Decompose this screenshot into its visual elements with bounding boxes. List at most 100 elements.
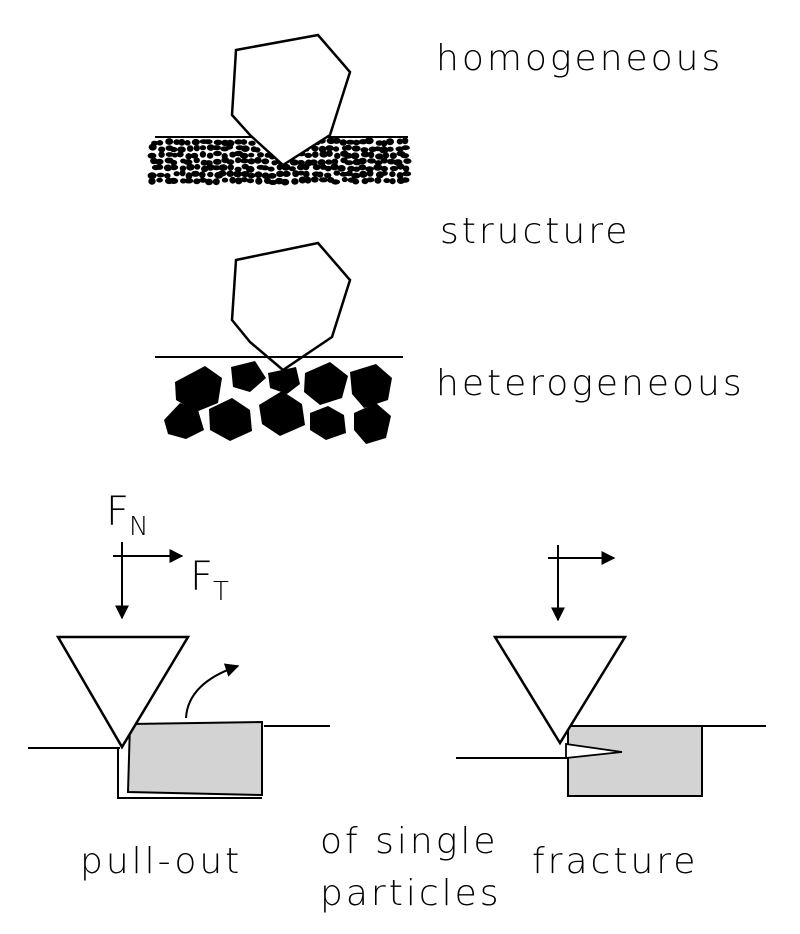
fine-grain	[169, 177, 179, 184]
fine-grain	[156, 140, 164, 146]
fine-grain	[303, 170, 310, 178]
fine-grain	[191, 138, 200, 146]
fine-grain	[184, 178, 194, 184]
fine-grain	[185, 153, 192, 160]
fine-grain	[234, 139, 243, 145]
fine-grain	[319, 150, 329, 158]
fine-grain	[351, 172, 361, 179]
fine-grain	[344, 160, 354, 166]
heterogeneous-abrasive-particle	[230, 241, 352, 372]
coarse-grain	[310, 406, 346, 440]
fine-grain	[170, 159, 178, 166]
pulled-out-particle	[126, 720, 263, 797]
fine-grain	[366, 177, 375, 183]
coarse-grain	[268, 367, 300, 394]
fine-grain	[402, 171, 412, 177]
fine-grain	[297, 159, 305, 166]
fine-grain	[178, 138, 186, 146]
fine-grain	[379, 146, 389, 154]
fine-grain	[400, 177, 410, 183]
fine-grain	[221, 177, 229, 183]
fine-grain	[169, 164, 179, 171]
fine-grain	[248, 152, 255, 158]
fine-grain	[240, 158, 250, 164]
fine-grain	[333, 146, 340, 152]
label-particles: particles	[320, 873, 502, 914]
fine-grain	[206, 152, 214, 159]
fine-grain	[191, 170, 200, 177]
fine-grain	[325, 145, 334, 152]
fine-grain	[212, 178, 220, 186]
fine-grain	[213, 139, 223, 146]
pull-out-cavity	[117, 748, 262, 799]
fine-grain	[211, 165, 221, 171]
fine-grain	[375, 153, 384, 160]
fine-grain	[184, 140, 191, 146]
coarse-grain	[350, 364, 392, 408]
fine-grain	[158, 146, 166, 153]
fracture-crack	[565, 742, 623, 760]
fine-grain	[177, 146, 186, 153]
fine-grain	[389, 152, 397, 159]
fine-grain	[382, 152, 390, 159]
fine-grain	[358, 164, 367, 171]
fine-grain	[366, 169, 374, 177]
fine-grain	[317, 171, 324, 178]
fine-grain	[239, 152, 249, 159]
fine-grain	[183, 159, 193, 165]
fine-grain	[245, 165, 255, 173]
fine-grain	[164, 173, 171, 179]
pull-out-curved-arrow	[185, 663, 240, 719]
fine-grain	[358, 157, 367, 165]
fine-grain	[381, 140, 388, 147]
fine-grain	[350, 152, 360, 160]
fine-grain	[186, 163, 195, 171]
fine-grain	[351, 145, 361, 152]
fine-grain	[309, 159, 318, 166]
fine-grain	[332, 137, 341, 144]
label-pull-out: pull-out	[80, 841, 242, 882]
fine-grain	[148, 177, 156, 185]
fine-grain	[203, 139, 213, 145]
fine-grain	[173, 139, 181, 146]
fine-grain	[199, 151, 207, 158]
fine-grain	[352, 178, 360, 185]
fine-grain	[344, 144, 352, 151]
fine-grain	[291, 178, 299, 185]
label-heterogeneous: heterogeneous	[436, 363, 745, 404]
fine-grain	[310, 176, 319, 183]
fine-grain	[282, 170, 291, 177]
fine-grain	[396, 163, 405, 170]
fine-grain	[212, 145, 222, 151]
fine-grain	[158, 151, 165, 158]
fine-grain	[317, 159, 326, 166]
fine-grain	[193, 144, 200, 152]
fine-grain	[261, 158, 270, 165]
homogeneous-abrasive-particle	[230, 33, 352, 167]
fine-grain	[207, 171, 214, 178]
fine-grain	[186, 145, 194, 152]
fine-grain	[276, 163, 283, 171]
fine-grain	[218, 164, 228, 171]
fine-grain	[339, 139, 347, 146]
fine-grain	[235, 157, 242, 164]
fine-grain	[292, 170, 300, 178]
fine-grain	[179, 169, 186, 177]
abrasive-tip-left	[55, 635, 191, 750]
fine-grain	[374, 160, 383, 166]
fine-grain	[401, 145, 410, 151]
fine-grain	[281, 178, 290, 186]
fine-grain	[163, 164, 172, 172]
fine-grain	[373, 164, 383, 171]
fine-grain	[156, 177, 163, 183]
fine-grain	[381, 170, 388, 176]
fine-grain	[247, 172, 256, 179]
fine-grain	[240, 139, 248, 145]
fine-grain	[324, 172, 332, 178]
label-structure: structure	[440, 211, 630, 252]
fine-grain	[173, 171, 180, 177]
coarse-grain	[209, 398, 252, 441]
fine-grain	[165, 152, 174, 157]
fine-grain	[298, 176, 307, 184]
